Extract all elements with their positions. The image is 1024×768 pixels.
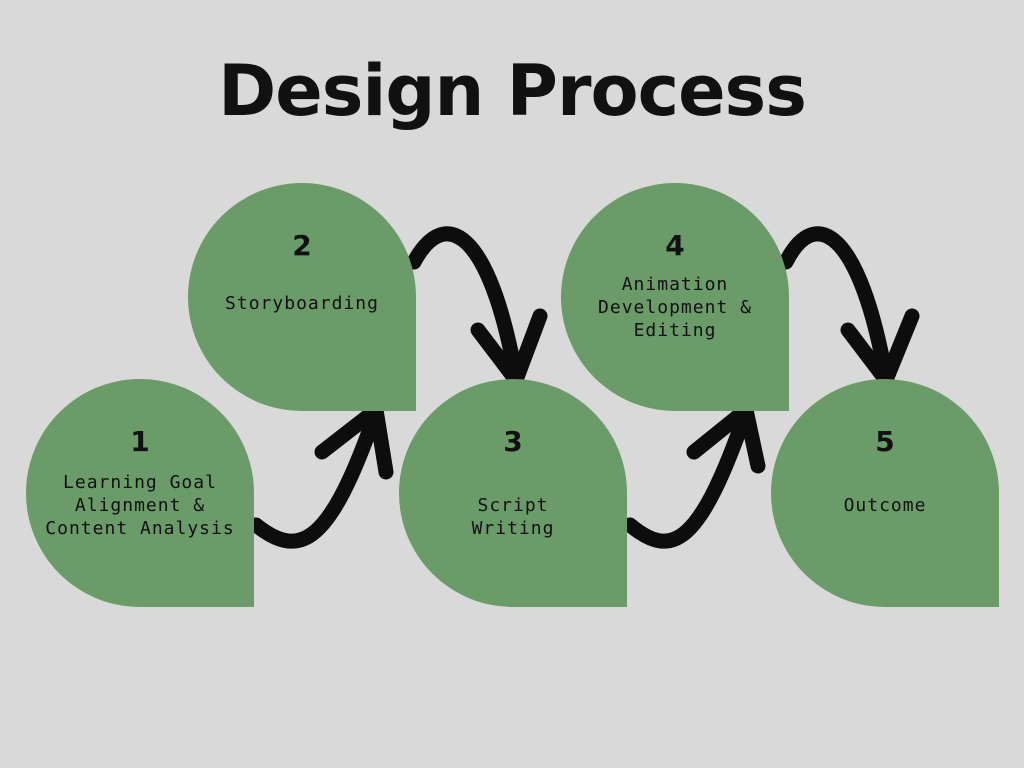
step-5: 5 Outcome <box>771 379 999 607</box>
step-3: 3 Script Writing <box>399 379 627 607</box>
step-number: 1 <box>130 425 150 458</box>
arrow-1-to-2 <box>248 402 394 549</box>
step-label: Storyboarding <box>225 293 379 314</box>
arrow-4-to-5 <box>778 226 920 388</box>
diagram-title: Design Process <box>218 50 807 132</box>
step-2: 2 Storyboarding <box>188 183 416 411</box>
step-number: 4 <box>665 229 685 262</box>
step-label: Animation Development & Editing <box>598 274 752 341</box>
step-label: Learning Goal Alignment & Content Analys… <box>45 472 235 539</box>
step-label: Outcome <box>843 495 927 516</box>
step-label: Script Writing <box>471 495 555 539</box>
step-number: 2 <box>292 229 312 262</box>
arrow-2-to-3 <box>406 226 548 388</box>
step-number: 3 <box>503 425 523 458</box>
step-1: 1 Learning Goal Alignment & Content Anal… <box>26 379 254 607</box>
arrow-3-to-4 <box>622 402 766 549</box>
step-4: 4 Animation Development & Editing <box>561 183 789 411</box>
step-number: 5 <box>875 425 895 458</box>
